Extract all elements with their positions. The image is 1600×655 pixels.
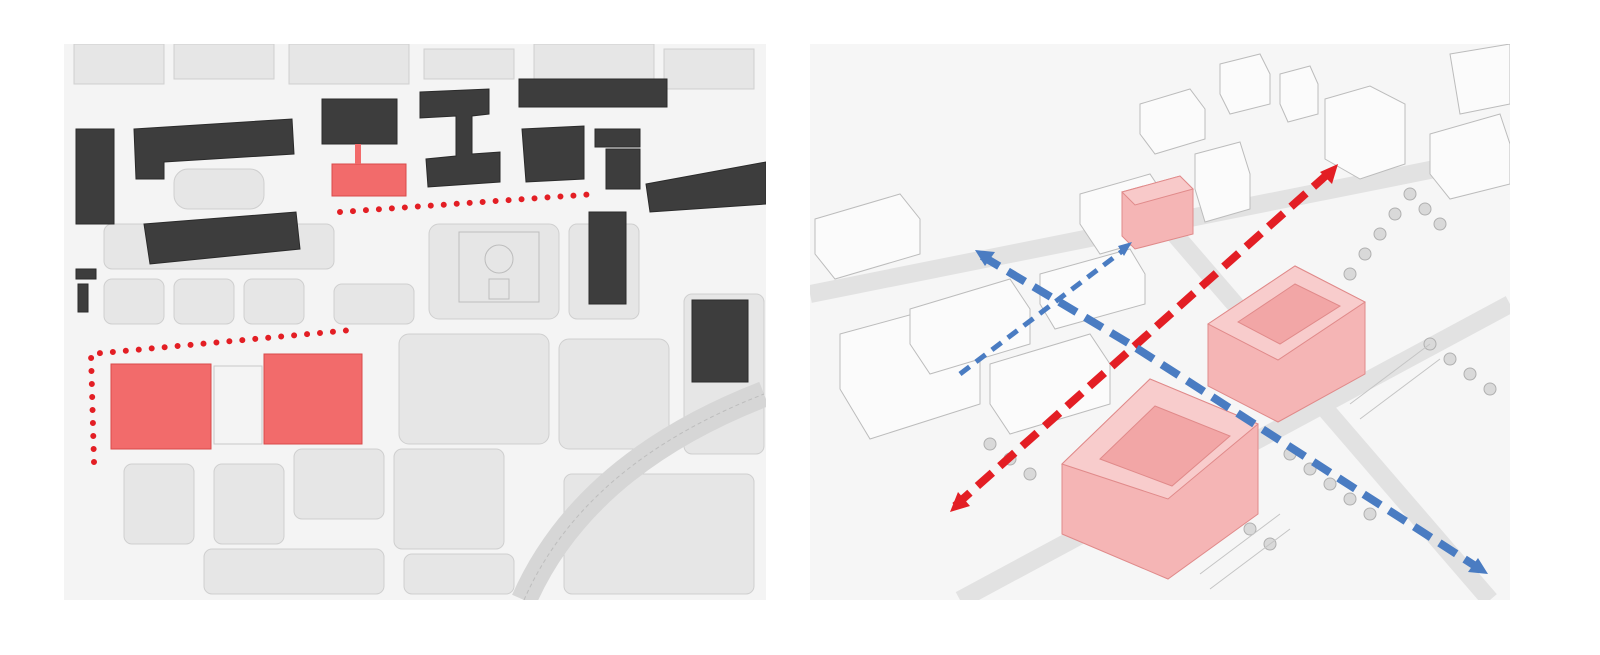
highlight-building-south-block (1061, 378, 1259, 580)
highlight-building-west (110, 363, 212, 450)
dark-building (321, 98, 398, 145)
dark-building (75, 268, 97, 280)
red-arrow-southwest (950, 492, 970, 512)
dark-building (645, 161, 766, 213)
blue-arrow-southeast (1468, 558, 1488, 574)
axo-highlight-buildings (1061, 175, 1366, 580)
red-route-diagonal (952, 169, 1333, 509)
dark-building (143, 211, 301, 265)
dark-building (605, 148, 641, 190)
dark-building (691, 299, 749, 383)
dark-building (521, 125, 585, 183)
axonometric-panel (810, 44, 1510, 600)
axo-parking (1199, 343, 1441, 590)
highlight-building-small (1121, 175, 1194, 250)
highlight-building-east (263, 353, 363, 445)
dark-building (594, 128, 641, 148)
highlight-building-north-block (1207, 265, 1366, 423)
plan-route-south (87, 327, 355, 465)
dark-building (588, 211, 627, 305)
red-arrow-northeast (1320, 164, 1338, 184)
axonometric-svg (810, 44, 1510, 600)
plan-dark-buildings (75, 78, 766, 383)
blue-route-short (958, 247, 1127, 376)
blue-arrow-northwest (975, 250, 995, 266)
dark-building (419, 88, 501, 188)
plan-monument (458, 231, 540, 303)
dark-building (518, 78, 668, 108)
dark-building (77, 283, 89, 313)
blue-arrow-short (1118, 242, 1132, 256)
highlight-building-link (355, 144, 361, 164)
plan-rail-line (523, 393, 765, 600)
site-plan-svg (64, 44, 766, 600)
courtyard-link (213, 365, 263, 445)
plan-route-north (337, 191, 599, 215)
highlight-building-north (331, 163, 407, 197)
site-plan-panel (64, 44, 766, 600)
dark-building (133, 118, 295, 180)
plan-highlight-buildings (110, 144, 407, 450)
axo-routes (950, 164, 1488, 574)
dark-building (75, 128, 115, 225)
